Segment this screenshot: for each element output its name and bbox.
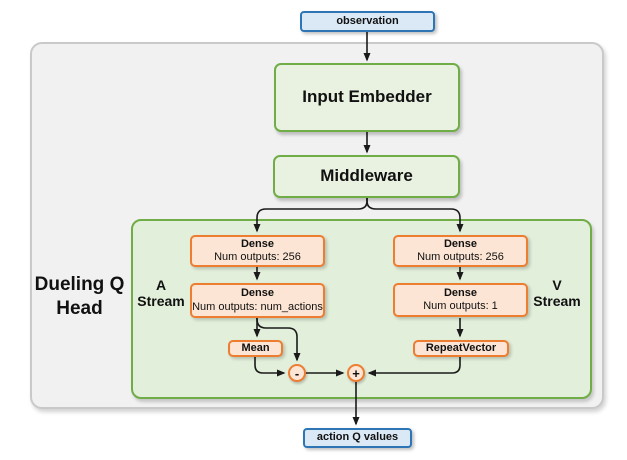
a-stream-label: A Stream xyxy=(137,276,185,309)
a-dense1-node: Dense Num outputs: 256 xyxy=(190,235,325,267)
middleware-label: Middleware xyxy=(320,166,413,186)
minus-sign: - xyxy=(294,365,300,381)
input-embedder-label: Input Embedder xyxy=(302,87,432,107)
v-dense1-subtitle: Num outputs: 256 xyxy=(417,251,504,263)
v-dense1-title: Dense xyxy=(443,237,478,250)
plus-operator: + xyxy=(347,364,365,382)
repeat-vector-node: RepeatVector xyxy=(413,340,509,357)
action-q-values-label: action Q values xyxy=(316,431,399,444)
a-dense1-subtitle: Num outputs: 256 xyxy=(214,251,301,263)
plus-sign: + xyxy=(352,365,360,381)
a-dense2-subtitle: Num outputs: num_actions xyxy=(192,300,323,313)
input-embedder-node: Input Embedder xyxy=(274,63,460,132)
v-dense2-subtitle: Num outputs: 1 xyxy=(423,300,498,312)
middleware-node: Middleware xyxy=(273,155,460,198)
action-q-values-node: action Q values xyxy=(303,428,412,448)
v-stream-label: V Stream xyxy=(533,276,581,309)
repeat-vector-label: RepeatVector xyxy=(425,341,497,354)
observation-node: observation xyxy=(300,11,435,32)
a-dense2-node: Dense Num outputs: num_actions xyxy=(190,283,325,318)
a-dense1-title: Dense xyxy=(240,237,275,250)
v-dense1-node: Dense Num outputs: 256 xyxy=(393,235,528,267)
dueling-head-label: Dueling Q Head xyxy=(34,274,125,319)
mean-node: Mean xyxy=(228,340,283,357)
observation-label: observation xyxy=(336,14,399,27)
v-dense2-title: Dense xyxy=(443,286,478,299)
a-dense2-title: Dense xyxy=(240,287,275,300)
v-dense2-node: Dense Num outputs: 1 xyxy=(393,283,528,317)
mean-label: Mean xyxy=(241,341,270,354)
minus-operator: - xyxy=(288,364,306,382)
